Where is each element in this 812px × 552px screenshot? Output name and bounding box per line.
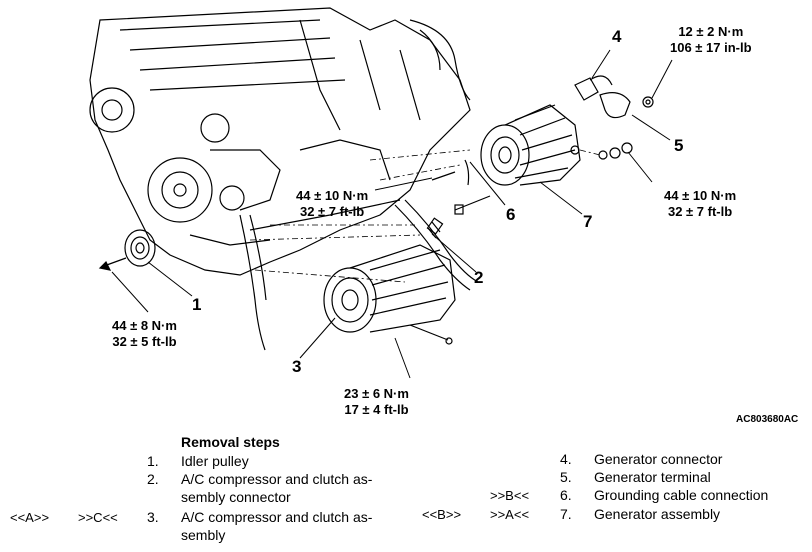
step-3-text-cont: sembly [181, 527, 226, 543]
torque-label-bottom: 23 ± 6 N·m 17 ± 4 ft-lb [344, 386, 409, 418]
torque-mid-ftlb: 32 ± 7 ft-lb [299, 204, 365, 219]
figure-id: AC803680AC [736, 414, 799, 425]
torque-left-ftlb: 32 ± 5 ft-lb [112, 334, 177, 349]
generator [431, 104, 581, 215]
generator-connector [574, 75, 613, 101]
step-7-ref-install: >>A<< [490, 507, 530, 522]
step-5-number: 5. [560, 469, 572, 485]
idler-pulley [98, 229, 156, 271]
engine-block [89, 7, 471, 276]
callout-5: 5 [674, 136, 684, 155]
torque-left-nm: 44 ± 8 N·m [112, 318, 177, 333]
step-2-number: 2. [147, 471, 159, 487]
step-1-text: Idler pulley [181, 453, 249, 469]
torque-label-mid: 44 ± 10 N·m 32 ± 7 ft-lb [296, 188, 368, 220]
step-3-ref-removal: <<A>> [10, 510, 50, 525]
generator-terminal [598, 92, 654, 160]
step-2-text: A/C compressor and clutch as- [181, 471, 373, 487]
torque-top-inlb: 106 ± 17 in-lb [670, 40, 752, 55]
torque-label-top: 12 ± 2 N·m 106 ± 17 in-lb [670, 24, 752, 56]
callout-7: 7 [583, 212, 593, 231]
step-1-number: 1. [147, 453, 159, 469]
torque-right-ftlb: 32 ± 7 ft-lb [667, 204, 733, 219]
torque-label-left: 44 ± 8 N·m 32 ± 5 ft-lb [112, 318, 177, 350]
step-3-number: 3. [147, 509, 159, 525]
step-5-text: Generator terminal [594, 469, 711, 485]
ac-compressor [323, 217, 456, 345]
step-7-ref-removal: <<B>> [422, 507, 462, 522]
removal-steps: Removal steps 1. Idler pulley 2. A/C com… [0, 432, 812, 552]
step-6-text: Grounding cable connection [594, 487, 769, 503]
callout-3: 3 [292, 357, 302, 376]
torque-bottom-nm: 23 ± 6 N·m [344, 386, 409, 401]
step-2-text-cont: sembly connector [181, 489, 291, 505]
torque-label-right: 44 ± 10 N·m 32 ± 7 ft-lb [664, 188, 736, 220]
step-6-ref-install: >>B<< [490, 488, 530, 503]
callout-2: 2 [474, 268, 484, 287]
leader-lines [111, 49, 673, 379]
step-4-number: 4. [560, 451, 572, 467]
hoses [239, 19, 479, 351]
engine-exploded-diagram [89, 7, 673, 379]
step-3-text: A/C compressor and clutch as- [181, 509, 373, 525]
step-7-text: Generator assembly [594, 506, 721, 522]
step-7-number: 7. [560, 506, 572, 522]
torque-mid-nm: 44 ± 10 N·m [296, 188, 369, 203]
step-6-number: 6. [560, 487, 572, 503]
alignment-lines [249, 149, 601, 283]
torque-top-nm: 12 ± 2 N·m [678, 24, 744, 39]
torque-bottom-ftlb: 17 ± 4 ft-lb [344, 402, 409, 417]
torque-right-nm: 44 ± 10 N·m [664, 188, 737, 203]
callout-6: 6 [506, 205, 516, 224]
step-3-ref-install: >>C<< [78, 510, 118, 525]
removal-steps-title: Removal steps [181, 434, 280, 450]
callout-4: 4 [612, 27, 622, 46]
step-4-text: Generator connector [594, 451, 723, 467]
callout-1: 1 [192, 295, 202, 314]
